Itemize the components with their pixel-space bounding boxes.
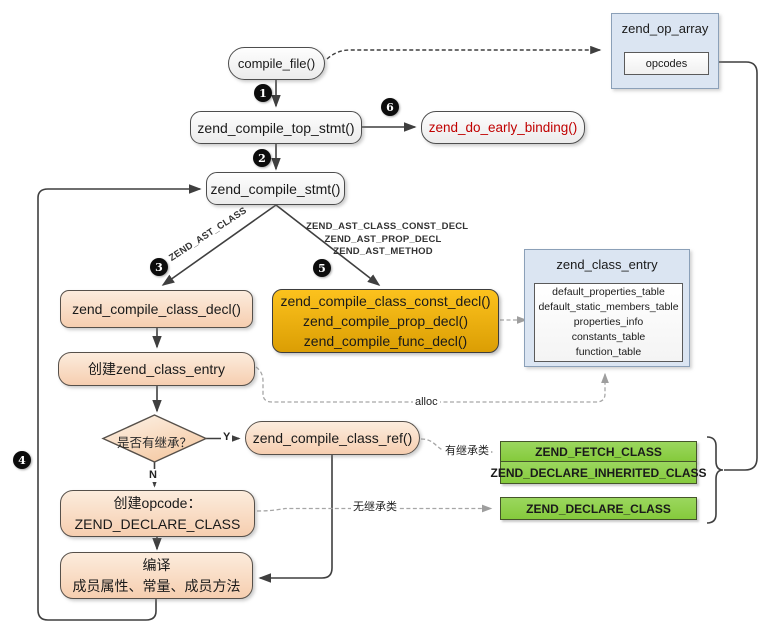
compile-top-stmt-node: zend_compile_top_stmt(): [190, 111, 362, 144]
compile-class-decl-node: zend_compile_class_decl(): [60, 290, 253, 328]
compile-members-line1: 编译: [142, 556, 171, 573]
zend-class-entry-fields: default_properties_table default_static_…: [534, 283, 683, 362]
compile-class-ref-label: zend_compile_class_ref(): [252, 430, 413, 446]
edge-label-yes: Y: [221, 431, 233, 444]
edge-label-ast-const-decl: ZEND_AST_CLASS_CONST_DECL: [306, 221, 469, 232]
edge-alloc: [255, 366, 609, 403]
create-opcode-line1: 创建opcode：: [113, 494, 202, 511]
decl-group-line2: zend_compile_prop_decl(): [303, 313, 468, 329]
decl-group-node: zend_compile_class_const_decl() zend_com…: [272, 289, 499, 353]
opcode-fetch-class: ZEND_FETCH_CLASS: [500, 441, 697, 462]
step-badge-1: 1: [254, 84, 272, 102]
early-binding-label: zend_do_early_binding(): [428, 120, 578, 135]
zend-op-array-title: zend_op_array: [621, 21, 709, 36]
step-badge-6: 6: [381, 98, 399, 116]
compile-members-line2: 成员属性、常量、成员方法: [72, 577, 241, 594]
zend-op-array-node: zend_op_array opcodes: [611, 13, 719, 89]
opcode-declare-class: ZEND_DECLARE_CLASS: [500, 497, 697, 520]
compile-file-node: compile_file(): [228, 47, 325, 80]
create-class-entry-label: 创建zend_class_entry: [88, 361, 225, 377]
edge-label-no: N: [147, 469, 159, 482]
decl-group-line1: zend_compile_class_const_decl(): [280, 293, 491, 309]
compile-file-label: compile_file(): [237, 56, 316, 71]
opcode-declare-inherited-class: ZEND_DECLARE_INHERITED_CLASS: [490, 461, 707, 484]
decision-label: 是否有继承？: [116, 436, 192, 450]
opcodes-field: opcodes: [624, 52, 709, 75]
compile-class-decl-label: zend_compile_class_decl(): [72, 301, 241, 317]
compile-members-node: 编译 成员属性、常量、成员方法: [60, 552, 253, 599]
field-properties-info: properties_info: [573, 316, 644, 328]
opcodes-label: opcodes: [645, 57, 688, 70]
edge-label-ast-group: ZEND_AST_CLASS_CONST_DECL ZEND_AST_PROP_…: [306, 221, 469, 259]
edge-stmt-to-declgroup: [275, 204, 381, 286]
edge-without-inheritance: [256, 504, 493, 513]
create-opcode-node: 创建opcode： ZEND_DECLARE_CLASS: [60, 490, 255, 537]
compile-class-ref-node: zend_compile_class_ref(): [245, 421, 420, 455]
opcode-declare-class-label: ZEND_DECLARE_CLASS: [526, 501, 671, 516]
opcode-fetch-class-label: ZEND_FETCH_CLASS: [535, 444, 662, 459]
zend-class-entry-node: zend_class_entry default_properties_tabl…: [524, 249, 690, 367]
compile-top-stmt-label: zend_compile_top_stmt(): [197, 119, 355, 136]
edge-label-alloc: alloc: [413, 396, 440, 409]
step-badge-5: 5: [313, 259, 331, 277]
edge-compilefile-to-oparray: [326, 45, 602, 60]
field-function-table: function_table: [575, 346, 642, 358]
edge-label-with-inheritance: 有继承类: [443, 445, 491, 458]
step-badge-4: 4: [13, 451, 31, 469]
zend-class-entry-title: zend_class_entry: [556, 257, 658, 272]
compile-stmt-node: zend_compile_stmt(): [206, 172, 345, 205]
compile-stmt-label: zend_compile_stmt(): [210, 180, 341, 197]
step-badge-3: 3: [150, 258, 168, 276]
edge-label-ast-method: ZEND_AST_METHOD: [333, 246, 433, 257]
step-badge-2: 2: [253, 149, 271, 167]
opcode-declare-inherited-label: ZEND_DECLARE_INHERITED_CLASS: [490, 465, 707, 480]
edge-stmt-to-classdecl: [161, 204, 277, 286]
edge-loop-back-to-stmt: [37, 184, 202, 621]
decision-diamond-shape: [101, 414, 208, 463]
edge-classref-to-compilemembers: [258, 455, 333, 583]
edge-label-without-inheritance: 无继承类: [351, 501, 399, 514]
edge-label-ast-prop-decl: ZEND_AST_PROP_DECL: [324, 233, 442, 245]
create-opcode-line2: ZEND_DECLARE_CLASS: [74, 515, 241, 532]
edge-opcodes-to-brace: [706, 61, 758, 471]
field-constants-table: constants_table: [571, 331, 646, 343]
early-binding-node: zend_do_early_binding(): [421, 111, 585, 144]
create-class-entry-node: 创建zend_class_entry: [58, 352, 255, 386]
brace-opcode-group: [706, 436, 724, 524]
field-default-properties-table: default_properties_table: [552, 286, 665, 298]
field-default-static-members-table: default_static_members_table: [538, 301, 679, 313]
decl-group-line3: zend_compile_func_decl(): [303, 333, 468, 349]
